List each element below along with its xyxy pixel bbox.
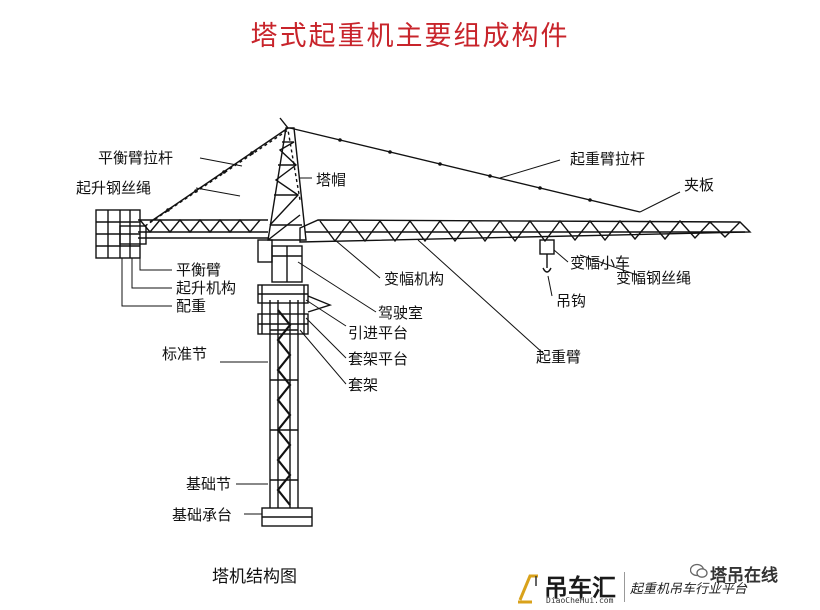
label-hoist-mechanism: 起升机构 <box>176 279 236 297</box>
diagram-caption: 塔机结构图 <box>212 567 297 587</box>
jib-tie <box>289 127 641 213</box>
label-jib: 起重臂 <box>536 348 581 366</box>
label-climbing-platform: 套架平台 <box>348 350 408 368</box>
label-counter-jib: 平衡臂 <box>176 261 221 279</box>
brand-logo: 吊车汇 DiaoCheHui.com 起重机吊车行业平台 <box>512 568 820 608</box>
label-climbing-frame: 套架 <box>348 376 378 394</box>
tower-head <box>267 117 307 241</box>
logo-divider <box>624 572 625 602</box>
label-clamp-plate: 夹板 <box>684 176 714 194</box>
counterweight <box>95 209 141 259</box>
label-tower-head: 塔帽 <box>316 171 346 189</box>
trolley-hook <box>539 239 555 273</box>
diagram-title: 塔式起重机主要组成构件 <box>250 21 570 52</box>
crane-logo-icon <box>518 574 538 604</box>
label-lead-in-platform: 引进平台 <box>348 324 408 342</box>
watermark-account: 塔吊在线 <box>710 566 778 586</box>
jib <box>299 219 752 243</box>
label-foundation-section: 基础节 <box>186 475 231 493</box>
label-trolley-rope: 变幅钢丝绳 <box>616 269 691 287</box>
logo-url: DiaoCheHui.com <box>546 596 614 605</box>
logo-slogan: 起重机吊车行业平台 <box>630 582 748 597</box>
wechat-icon <box>690 563 708 578</box>
label-counterweight: 配重 <box>176 297 206 315</box>
counter-jib-tie <box>149 127 289 223</box>
label-hoist-rope: 起升钢丝绳 <box>76 179 151 197</box>
label-jib-tie: 起重臂拉杆 <box>570 150 645 168</box>
label-counter-jib-tie: 平衡臂拉杆 <box>98 149 173 167</box>
label-foundation-cap: 基础承台 <box>172 506 232 524</box>
label-standard-section: 标准节 <box>162 345 207 363</box>
leader-lines <box>121 157 681 515</box>
label-cab: 驾驶室 <box>378 304 423 322</box>
label-luffing-mechanism: 变幅机构 <box>384 270 444 288</box>
foundation <box>261 507 313 527</box>
climbing-frame <box>257 284 333 335</box>
tower-mast <box>269 300 299 508</box>
logo-name: 吊车汇 <box>544 574 616 602</box>
label-hook: 吊钩 <box>556 292 586 310</box>
cab-slewing <box>257 239 303 283</box>
label-trolley: 变幅小车 <box>570 254 630 272</box>
rope-dots <box>166 138 592 212</box>
counter-jib <box>119 218 268 245</box>
